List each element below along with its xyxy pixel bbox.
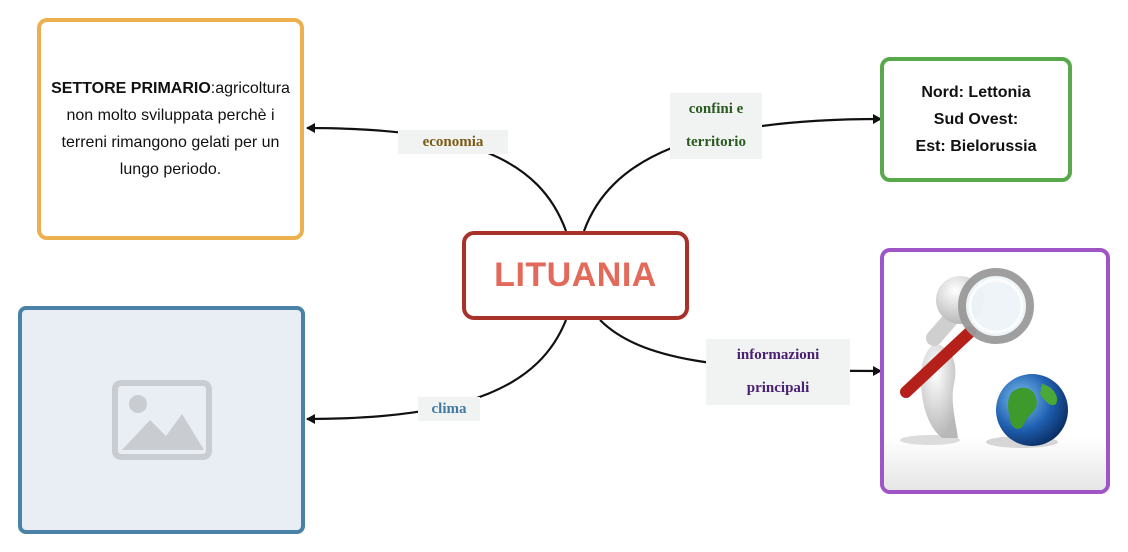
clima-image-box [18,306,305,534]
branch-label-confini-line1: confini e [688,101,744,117]
informazioni-image-box [880,248,1110,494]
branch-label-informazioni-line2: principali [746,380,810,396]
figure-magnifier-globe-illustration [884,268,1106,490]
confini-line-nord: Nord: Lettonia [921,84,1031,101]
economia-description: :agricoltura non molto sviluppata perchè… [61,80,290,178]
central-topic-title: LITUANIA [494,256,657,294]
branch-label-clima: clima [418,397,480,421]
confini-line-sud-ovest: Sud Ovest: [933,111,1019,128]
economia-box: SETTORE PRIMARIO:agricoltura non molto s… [37,18,304,240]
branch-label-economia: economia [398,130,508,154]
settore-primario-heading: SETTORE PRIMARIO [51,80,211,97]
branch-label-informazioni-line1: informazioni [736,347,820,363]
branch-label-confini: confini e territorio [670,93,762,159]
branch-label-informazioni: informazioni principali [706,339,850,405]
link-clima [306,319,568,424]
confini-line-est: Est: Bielorussia [915,138,1037,155]
image-placeholder-icon [111,380,212,460]
branch-label-confini-line2: territorio [686,134,746,150]
economia-box-text: SETTORE PRIMARIO:agricoltura non molto s… [47,75,294,183]
central-topic: LITUANIA [462,231,689,320]
confini-box: Nord: Lettonia Sud Ovest: Est: Bieloruss… [880,57,1072,182]
